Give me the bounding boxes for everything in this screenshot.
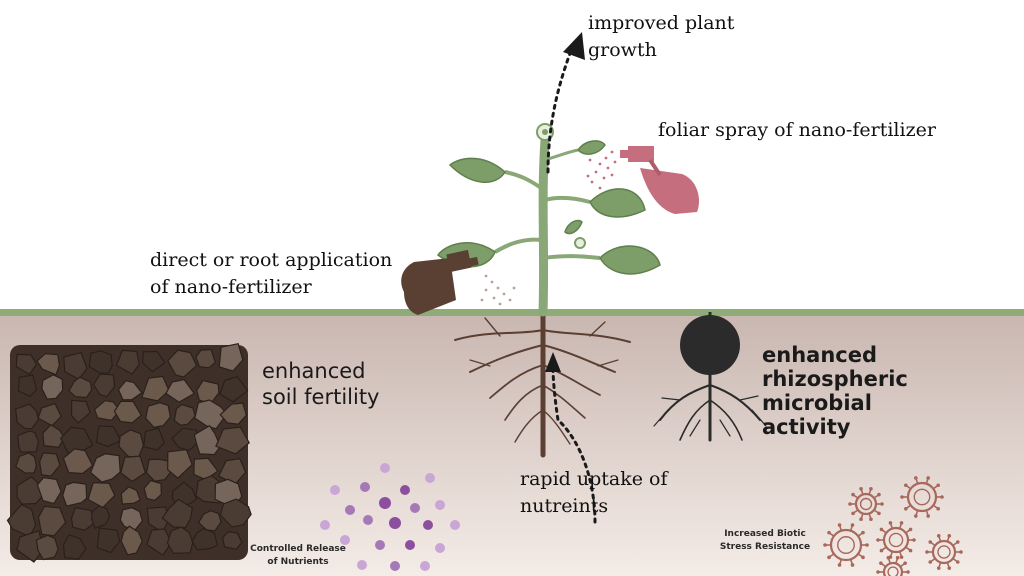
rapid-uptake-label: rapid uptake of nutreints	[520, 466, 667, 520]
foliar-spray-label: foliar spray of nano-fertilizer	[658, 117, 936, 144]
virus-icon	[823, 476, 963, 576]
nanoparticle-icon	[320, 463, 460, 571]
soil-fertility-label: enhanced soil fertility	[262, 358, 379, 410]
root-application-label: direct or root application of nano-ferti…	[150, 247, 392, 301]
controlled-release-line-2: of Nutrients	[267, 557, 329, 567]
growth-arrow-icon	[546, 32, 585, 174]
microbial-activity-line-1: enhanced	[762, 343, 877, 367]
foliar-spray-text: foliar spray of nano-fertilizer	[658, 119, 936, 141]
biotic-stress-line-1: Increased Biotic	[724, 529, 806, 539]
improved-growth-line-1: improved plant	[588, 12, 735, 34]
biotic-stress-line-2: Stress Resistance	[719, 542, 811, 552]
microbe-icon	[653, 312, 767, 442]
foliar-spray-bottle-icon	[586, 146, 700, 214]
plant-icon	[436, 123, 661, 458]
microbial-activity-label: enhanced rhizospheric microbial activity	[762, 343, 1024, 439]
improved-growth-label: improved plant growth	[588, 10, 734, 64]
uptake-arrow-icon	[545, 352, 597, 524]
root-application-line-1: direct or root application	[150, 249, 393, 271]
ground-line	[0, 309, 1024, 316]
controlled-release-line-1: Controlled Release	[250, 544, 346, 554]
microbial-activity-line-2: rhizospheric microbial	[762, 367, 908, 415]
root-application-line-2: of nano-fertilizer	[150, 276, 312, 298]
soil-fertility-line-2: soil fertility	[262, 385, 380, 409]
rapid-uptake-line-2: nutreints	[520, 495, 609, 517]
root-spray-bottle-icon	[401, 249, 516, 315]
rapid-uptake-line-1: rapid uptake of	[520, 468, 668, 490]
soil-fertility-line-1: enhanced	[262, 359, 366, 383]
controlled-release-label: Controlled Release of Nutrients	[238, 543, 358, 569]
soil-clump-icon	[6, 343, 252, 563]
improved-growth-line-2: growth	[588, 39, 657, 61]
biotic-stress-label: Increased Biotic Stress Resistance	[700, 528, 830, 554]
microbial-activity-line-3: activity	[762, 415, 851, 439]
